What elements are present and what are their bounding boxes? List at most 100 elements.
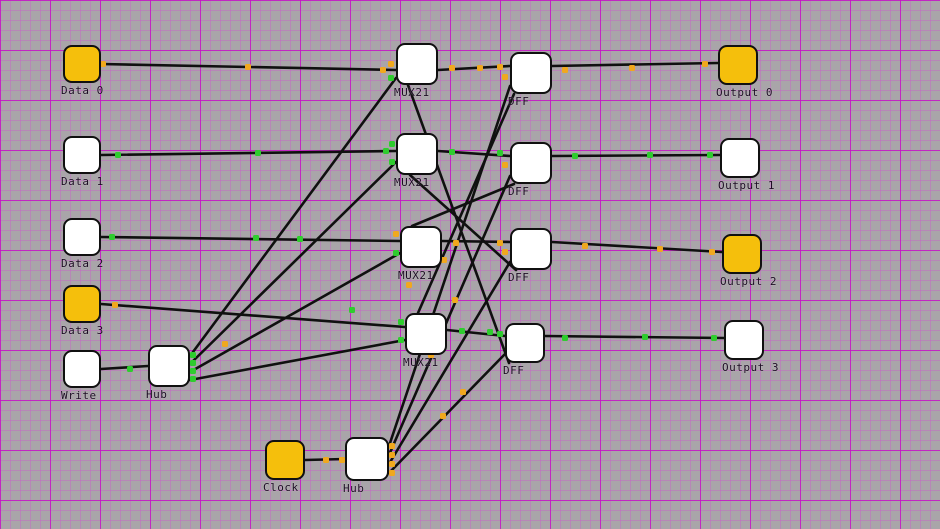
- component-out1[interactable]: [720, 138, 760, 178]
- component-label-data1: Data 1: [61, 175, 104, 188]
- wire[interactable]: [99, 364, 150, 371]
- hub-port-dot: [190, 368, 196, 374]
- component-out2[interactable]: [722, 234, 762, 274]
- wire[interactable]: [99, 302, 407, 329]
- wire[interactable]: [410, 182, 516, 228]
- component-out0[interactable]: [718, 45, 758, 85]
- wire[interactable]: [188, 251, 402, 374]
- wire[interactable]: [99, 149, 398, 157]
- component-mux1[interactable]: [396, 133, 438, 175]
- wire[interactable]: [99, 235, 402, 243]
- wire[interactable]: [543, 334, 726, 340]
- component-data0[interactable]: [63, 45, 101, 83]
- signal-dot: [449, 149, 455, 155]
- component-label-out2: Output 2: [720, 275, 777, 288]
- hub-port-dot: [389, 470, 395, 476]
- component-data2[interactable]: [63, 218, 101, 256]
- component-data1[interactable]: [63, 136, 101, 174]
- component-label-out3: Output 3: [722, 361, 779, 374]
- wire[interactable]: [387, 352, 507, 475]
- signal-dot: [502, 249, 508, 255]
- component-label-mux0: MUX21: [394, 86, 430, 99]
- signal-dot: [709, 249, 715, 255]
- signal-dot: [393, 231, 399, 237]
- signal-dot: [459, 328, 465, 334]
- signal-dot: [383, 148, 389, 154]
- component-label-write: Write: [61, 389, 97, 402]
- signal-dot: [388, 75, 394, 81]
- component-label-data2: Data 2: [61, 257, 104, 270]
- component-label-dff3: DFF: [503, 364, 525, 377]
- signal-dot: [255, 150, 261, 156]
- wire[interactable]: [445, 328, 507, 338]
- signal-dot: [441, 257, 447, 263]
- hub-port-dot: [190, 360, 196, 366]
- signal-dot: [339, 457, 345, 463]
- signal-dot: [127, 366, 133, 372]
- wire[interactable]: [550, 61, 720, 68]
- component-label-hubc: Hub: [343, 482, 365, 495]
- signal-dot: [477, 65, 483, 71]
- component-dff3[interactable]: [505, 323, 545, 363]
- signal-dot: [502, 162, 508, 168]
- signal-dot: [380, 67, 386, 73]
- component-mux0[interactable]: [396, 43, 438, 85]
- component-mux3[interactable]: [405, 313, 447, 355]
- signal-dot: [297, 236, 303, 242]
- signal-dot: [449, 65, 455, 71]
- signal-dot: [245, 64, 251, 70]
- component-label-dff0: DFF: [508, 95, 530, 108]
- signal-dot: [582, 243, 588, 249]
- signal-dot: [389, 159, 395, 165]
- component-label-out0: Output 0: [716, 86, 773, 99]
- component-label-mux3: MUX21: [403, 356, 439, 369]
- hub-port-dot: [190, 376, 196, 382]
- signal-dot: [647, 152, 653, 158]
- signal-dot: [711, 335, 717, 341]
- signal-dot: [562, 335, 568, 341]
- component-mux2[interactable]: [400, 226, 442, 268]
- component-dff1[interactable]: [510, 142, 552, 184]
- component-dff2[interactable]: [510, 228, 552, 270]
- signal-dot: [487, 329, 493, 335]
- component-label-data3: Data 3: [61, 324, 104, 337]
- component-clock[interactable]: [265, 440, 305, 480]
- signal-dot: [460, 389, 466, 395]
- component-hubw[interactable]: [148, 345, 190, 387]
- signal-dot: [388, 61, 394, 67]
- wire[interactable]: [188, 160, 398, 366]
- signal-dot: [112, 302, 118, 308]
- signal-dot: [497, 150, 503, 156]
- component-label-clock: Clock: [263, 481, 299, 494]
- signal-dot: [657, 246, 663, 252]
- component-label-mux1: MUX21: [394, 176, 430, 189]
- signal-dot: [349, 307, 355, 313]
- wire[interactable]: [550, 153, 722, 158]
- hub-port-dot: [389, 452, 395, 458]
- component-label-dff1: DFF: [508, 185, 530, 198]
- component-data3[interactable]: [63, 285, 101, 323]
- component-label-data0: Data 0: [61, 84, 104, 97]
- component-write[interactable]: [63, 350, 101, 388]
- wire[interactable]: [188, 76, 398, 358]
- signal-dot: [642, 334, 648, 340]
- signal-dot: [497, 64, 503, 70]
- signal-dot: [562, 67, 568, 73]
- signal-dot: [115, 152, 121, 158]
- component-out3[interactable]: [724, 320, 764, 360]
- signal-dot: [453, 240, 459, 246]
- wire[interactable]: [406, 83, 511, 365]
- wire[interactable]: [387, 174, 512, 457]
- signal-dot: [702, 61, 708, 67]
- wire[interactable]: [188, 338, 407, 382]
- signal-dot: [502, 74, 508, 80]
- signal-dot: [406, 282, 412, 288]
- component-dff0[interactable]: [510, 52, 552, 94]
- wire[interactable]: [550, 240, 724, 254]
- signal-dot: [222, 341, 228, 347]
- wire[interactable]: [408, 173, 518, 272]
- signal-dot: [109, 234, 115, 240]
- component-hubc[interactable]: [345, 437, 389, 481]
- wire[interactable]: [387, 260, 512, 466]
